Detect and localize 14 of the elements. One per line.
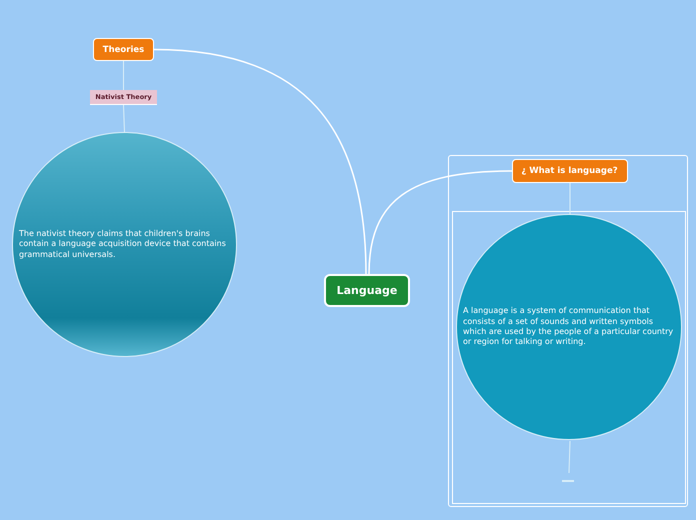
topic-box: ¿ What is language? <box>512 158 628 182</box>
connector-line <box>568 440 570 474</box>
group-frame <box>452 210 686 504</box>
text-circle <box>456 214 682 440</box>
description-text: The nativist theory claims that children's brains contain a language acquisition device that contains grammatical universals. <box>19 228 227 260</box>
central-topic-box: Language <box>324 274 410 307</box>
description-text: A language is a system of communication that consists of a set of sounds and written symbols which are used by the people of a particular country or region for talking or writing. <box>463 306 674 348</box>
connector-line <box>154 48 367 274</box>
group-frame <box>448 155 688 507</box>
connector-line <box>123 104 125 132</box>
connector-line <box>368 170 512 274</box>
topic-box: Theories <box>93 38 154 61</box>
connector-line <box>123 60 124 90</box>
bar-mark <box>562 480 574 482</box>
